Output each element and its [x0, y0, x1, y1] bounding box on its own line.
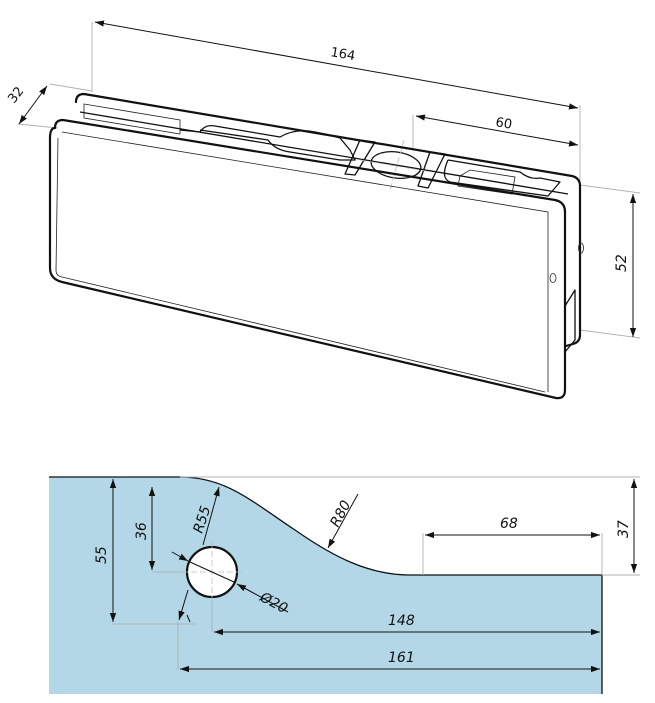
- dim-line-dia-start: [171, 551, 189, 562]
- glass-panel: [49, 477, 602, 694]
- dim-line-dia-end: [236, 583, 289, 613]
- dim-line-r80: [327, 493, 359, 549]
- glass-cutout-template: 55 36 R55 R80 Ø20 68 37 148 161: [49, 476, 640, 694]
- center-line: [359, 159, 433, 173]
- front-cover-plate: [48, 118, 567, 400]
- dim-length-label: 164: [329, 45, 356, 64]
- slot-divider-right: [417, 151, 446, 189]
- top-slot-feature: [179, 124, 356, 161]
- dim-height-label: 52: [614, 254, 630, 272]
- dim-line-length: [94, 20, 579, 110]
- dim-line-depth: [18, 85, 48, 125]
- side-screw: [578, 242, 584, 254]
- back-plate-outline: [74, 92, 582, 348]
- cutout-edge: [49, 476, 603, 694]
- front-cover-inner-edge: [55, 137, 546, 393]
- dim-line-r55: [202, 486, 220, 546]
- pocket-left: [83, 103, 181, 135]
- iso-view-patch-fitting: 164 60 32 52: [5, 20, 641, 400]
- dim-148-label: 148: [388, 613, 415, 629]
- dim-68-label: 68: [500, 516, 518, 532]
- dim-leader: [186, 614, 191, 623]
- dim-line-dia-through: [189, 561, 235, 583]
- dim-cutout-label: 60: [494, 115, 513, 133]
- dim-55-label: 55: [94, 546, 110, 564]
- dim-line-cutout: [415, 114, 579, 147]
- dim-36-label: 36: [134, 522, 150, 540]
- extension-line: [579, 184, 641, 194]
- dim-37-label: 37: [616, 520, 632, 538]
- extension-line: [17, 123, 59, 129]
- right-pocket: [443, 159, 561, 197]
- slot-divider-left: [344, 139, 376, 176]
- front-cover-bevel: [61, 131, 549, 392]
- side-screw: [549, 273, 557, 283]
- dim-depth-label: 32: [5, 84, 27, 106]
- dim-r80-label: R80: [327, 498, 354, 530]
- extension-line: [579, 329, 641, 339]
- dim-161-label: 161: [388, 650, 415, 666]
- bottom-clip: [564, 289, 576, 353]
- back-plate-inner-edge: [79, 111, 569, 195]
- dim-line-r55-lower: [178, 589, 189, 621]
- extension-line: [49, 83, 93, 92]
